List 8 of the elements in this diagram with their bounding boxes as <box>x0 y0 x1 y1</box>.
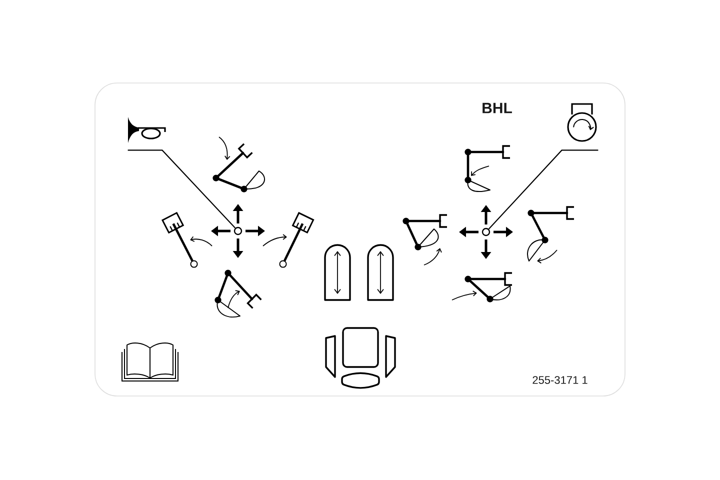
model-label: BHL <box>482 102 512 114</box>
leader-line <box>128 150 236 228</box>
joystick-knob <box>234 226 242 236</box>
part-number: 255-3171 1 <box>532 376 588 384</box>
joystick-knob <box>482 228 490 236</box>
leader-line <box>488 150 598 230</box>
engine-icon <box>567 103 597 142</box>
horn-icon <box>128 117 166 143</box>
